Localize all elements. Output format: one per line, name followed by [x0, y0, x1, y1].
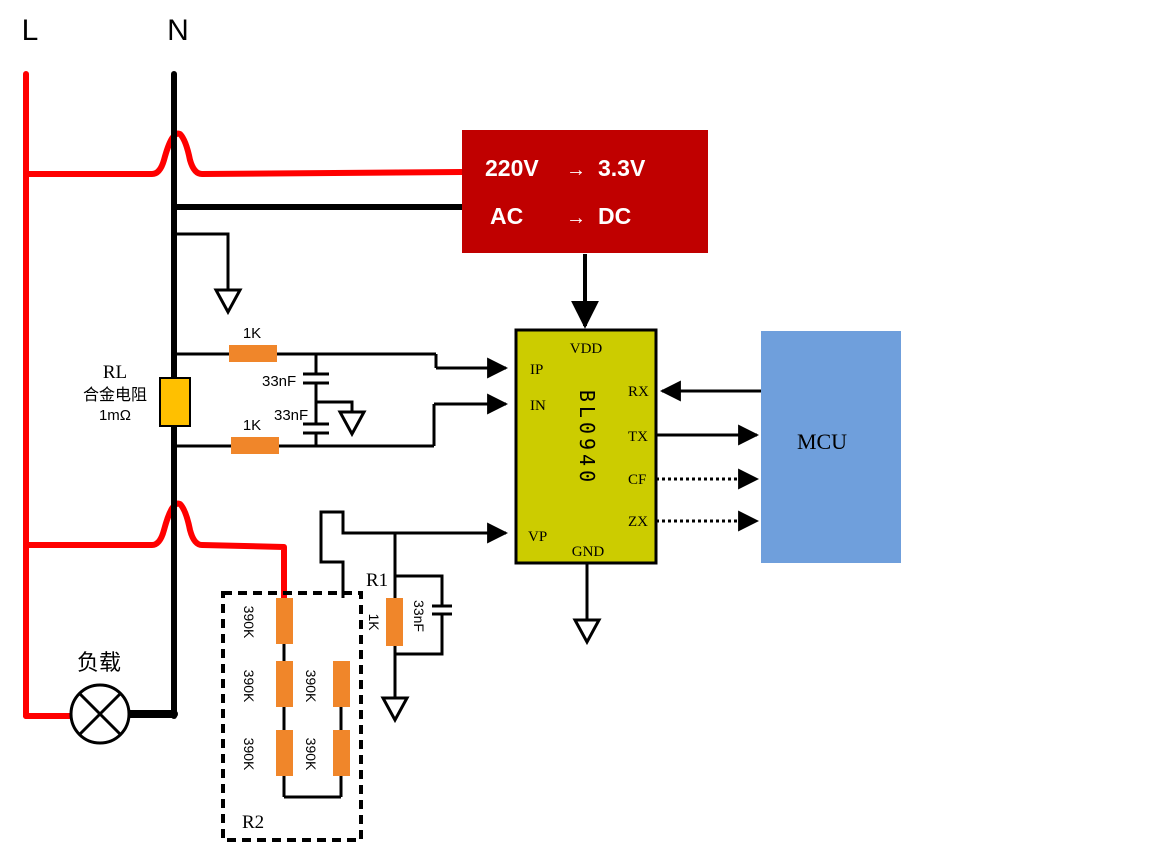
- filter-cap-bottom-label: 33nF: [274, 407, 308, 424]
- chip-mcu-links: [656, 380, 761, 532]
- shunt-name: RL: [103, 362, 127, 383]
- filter-resistor-top: [229, 345, 277, 362]
- psu-arrow-2: →: [566, 207, 586, 229]
- shunt-desc: 合金电阻: [83, 386, 147, 404]
- voltage-sense-wires: [319, 510, 509, 724]
- ground-symbol-1: [213, 288, 243, 316]
- r2-dashed-box: [221, 591, 363, 842]
- bl0940-chip: VDD IP IN VP GND RX TX CF ZX BL0940: [514, 328, 658, 565]
- r2-name: R2: [242, 812, 264, 833]
- ground-symbol-2: [337, 410, 367, 438]
- chip-pin-cf: CF: [628, 472, 646, 488]
- psu-line1-out: 3.3V: [598, 155, 646, 181]
- psu-line1-in: 220V: [485, 155, 539, 181]
- divider-left-1: 390K: [241, 606, 257, 639]
- shunt-value: 1mΩ: [99, 407, 131, 424]
- filter-capacitors: [303, 372, 329, 435]
- mcu-block: [761, 331, 901, 563]
- divider-left-3: 390K: [241, 738, 257, 771]
- neutral-ground-branch: [174, 232, 243, 316]
- chip-pin-rx: RX: [628, 384, 649, 400]
- load-label: 负载: [77, 650, 121, 675]
- psu-line2-out: DC: [598, 203, 631, 229]
- live-wires: [23, 71, 465, 719]
- live-rail-label: L: [22, 14, 39, 47]
- chip-pin-gnd: GND: [572, 544, 605, 560]
- shunt-resistor: [159, 377, 191, 427]
- neutral-wires: [126, 71, 465, 719]
- divider-right-1: 390K: [303, 670, 319, 703]
- load-lamp: [69, 683, 131, 745]
- chip-pin-vdd: VDD: [570, 341, 603, 357]
- ground-symbol-4: [380, 696, 410, 724]
- filter-resistor-top-label: 1K: [243, 325, 261, 342]
- current-filter-wires: [174, 352, 509, 448]
- mcu-label: MCU: [797, 429, 847, 454]
- chip-name: BL0940: [575, 390, 599, 486]
- chip-pin-tx: TX: [628, 429, 648, 445]
- chip-pin-vp: VP: [528, 529, 547, 545]
- filter-resistor-bottom: [231, 437, 279, 454]
- chip-ground: [572, 563, 602, 646]
- chip-pin-ip: IP: [530, 362, 543, 378]
- ground-symbol-3: [572, 618, 602, 646]
- power-supply-block: 220V → 3.3V AC → DC: [462, 130, 708, 253]
- chip-pin-in: IN: [530, 398, 546, 414]
- chip-pin-zx: ZX: [628, 514, 648, 530]
- divider-resistors: [276, 598, 350, 776]
- r1-resistor: [386, 598, 403, 646]
- r1-value: 1K: [366, 613, 382, 631]
- psu-line2-in: AC: [490, 203, 523, 229]
- divider-right-2: 390K: [303, 738, 319, 771]
- psu-arrow-1: →: [566, 159, 586, 181]
- r1-name: R1: [366, 570, 388, 591]
- sense-cap-value: 33nF: [411, 600, 427, 632]
- filter-cap-top-label: 33nF: [262, 373, 296, 390]
- divider-left-2: 390K: [241, 670, 257, 703]
- filter-resistor-bottom-label: 1K: [243, 417, 261, 434]
- neutral-rail-label: N: [167, 14, 189, 47]
